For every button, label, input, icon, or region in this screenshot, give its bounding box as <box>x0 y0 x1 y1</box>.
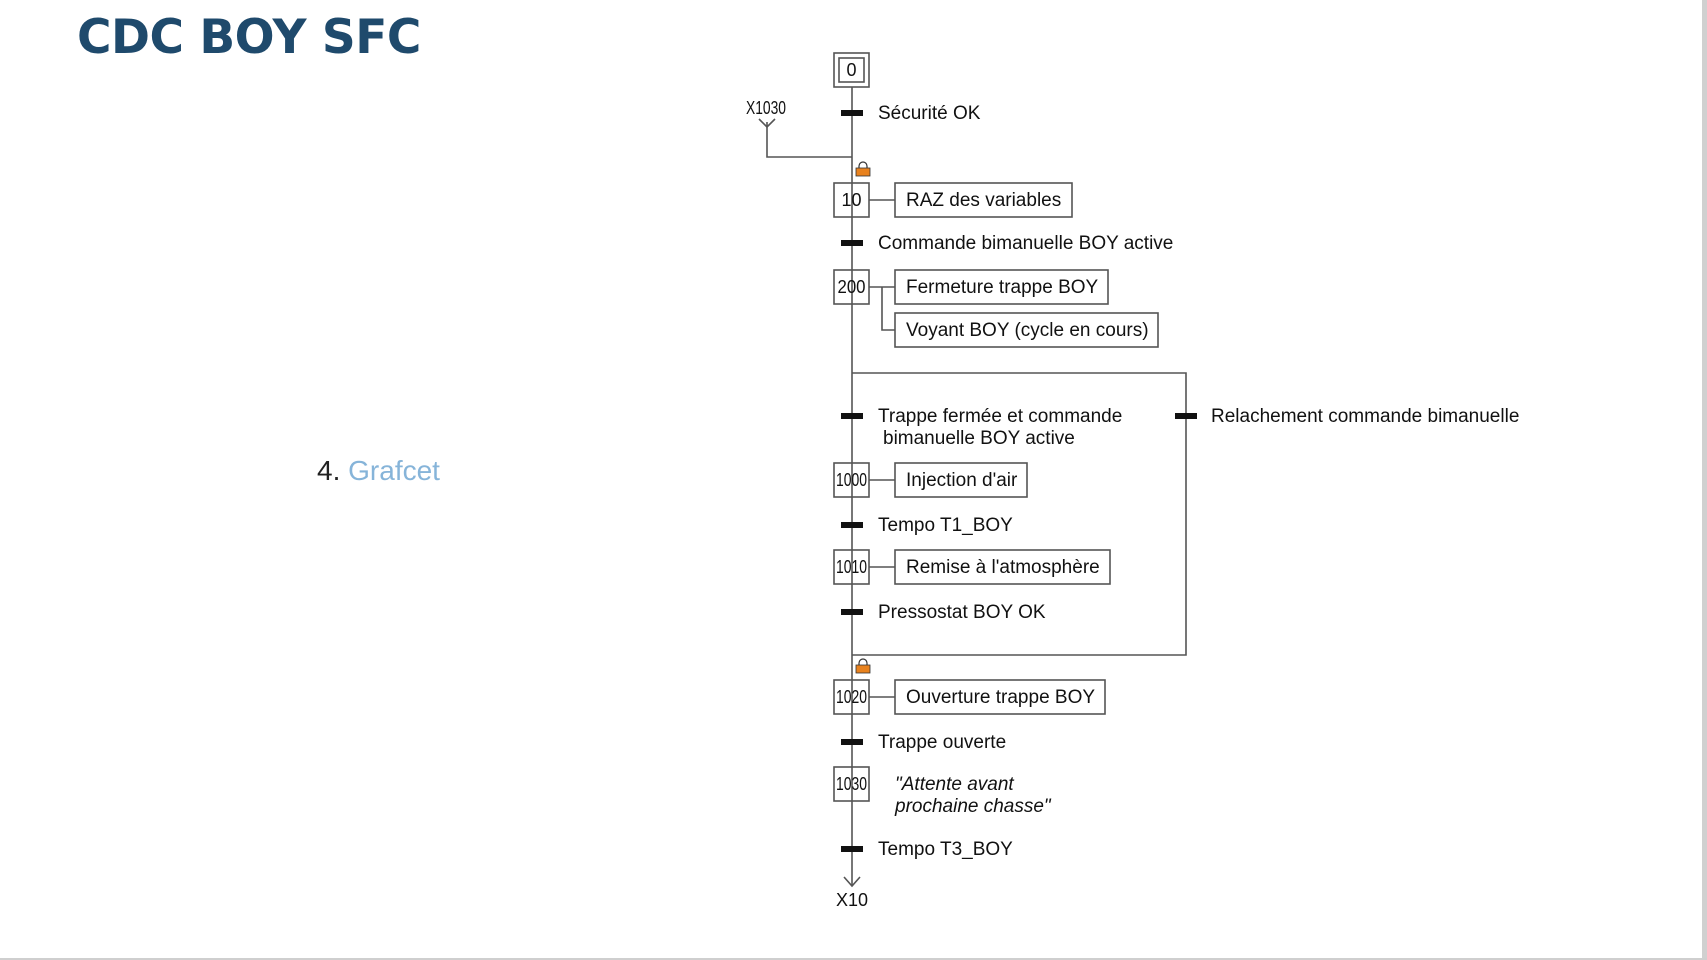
transition-bar-1030 <box>841 846 863 852</box>
slide-bottom-border <box>0 958 1707 960</box>
action-box-injection <box>894 462 1028 498</box>
transition-label: Tempo T1_BOY <box>878 515 1013 536</box>
transition-label: bimanuelle BOY active <box>883 428 1075 449</box>
transition-label: Sécurité OK <box>878 103 981 124</box>
transition-bar-0 <box>841 110 863 116</box>
jump-in-link <box>766 122 852 158</box>
action-box-remise <box>894 549 1111 585</box>
action-text: Ouverture trappe BOY <box>906 687 1095 708</box>
step-number-200: 200 <box>838 277 866 297</box>
transition-bar-10 <box>841 240 863 246</box>
action-text: Fermeture trappe BOY <box>906 277 1099 298</box>
transition-label: Trappe ouverte <box>878 732 1006 753</box>
slide-title: CDC BOY SFC <box>77 10 421 65</box>
action-box-fermeture <box>894 269 1109 305</box>
jump-out-label: X10 <box>836 890 868 910</box>
slide-right-border <box>1702 0 1707 960</box>
jump-out-arrow <box>843 876 861 888</box>
transition-label: Trappe fermée et commande <box>878 406 1122 427</box>
list-number: 4. <box>317 455 341 486</box>
action-box-voyant <box>894 312 1159 348</box>
initial-step-number: 0 <box>846 60 856 80</box>
jump-in-label: X1030 <box>746 98 786 118</box>
step-number-10: 10 <box>841 190 861 210</box>
step-number-1020: 1020 <box>836 687 867 707</box>
transition-label: Pressostat BOY OK <box>878 602 1046 623</box>
step-1030-box <box>833 766 870 802</box>
transition-bar-200a <box>841 413 863 419</box>
transition-bar-1010 <box>841 609 863 615</box>
step-number-1010: 1010 <box>836 557 867 577</box>
grafcet-link[interactable]: Grafcet <box>348 455 440 486</box>
action-text: Remise à l'atmosphère <box>906 557 1100 578</box>
action-text: RAZ des variables <box>906 190 1061 211</box>
step-comment: prochaine chasse" <box>894 796 1052 817</box>
transition-label: Commande bimanuelle BOY active <box>878 233 1173 254</box>
transition-bar-1020 <box>841 739 863 745</box>
step-number-1030: 1030 <box>836 774 867 794</box>
step-number-1000: 1000 <box>836 470 867 490</box>
transition-label: Relachement commande bimanuelle <box>1211 406 1519 427</box>
transition-label: Tempo T3_BOY <box>878 839 1013 860</box>
or-branch-link <box>852 372 1187 656</box>
step-comment: "Attente avant <box>895 774 1014 795</box>
action-box-ouverture <box>894 679 1106 715</box>
action-box-raz <box>894 182 1073 218</box>
transition-bar-1000 <box>841 522 863 528</box>
initial-step-box <box>833 52 870 88</box>
list-item-grafcet: 4. Grafcet <box>317 455 440 487</box>
lock-icon <box>855 658 871 674</box>
initial-step-inner-box <box>838 57 865 83</box>
action-text: Injection d'air <box>906 470 1018 491</box>
lock-icon <box>855 161 871 177</box>
jump-in-arrow <box>758 118 776 129</box>
action-text: Voyant BOY (cycle en cours) <box>906 320 1149 341</box>
transition-bar-200b <box>1175 413 1197 419</box>
